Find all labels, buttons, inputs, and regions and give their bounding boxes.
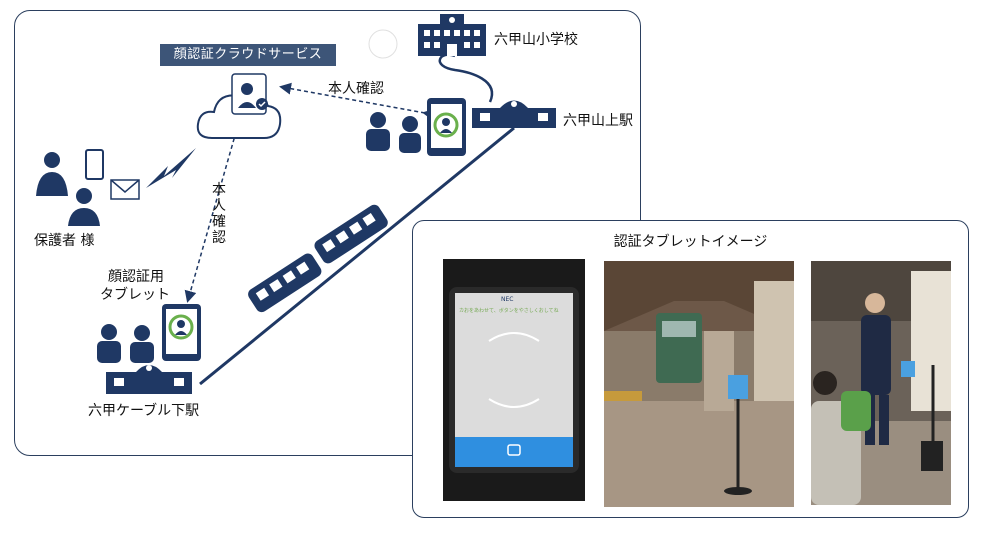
school-icon xyxy=(418,14,486,56)
vertical-char-1: 本 xyxy=(212,182,226,198)
children-upper-icon xyxy=(366,112,421,153)
cable-car-upper-icon xyxy=(314,204,388,264)
tablet-image-panel: 認証タブレットイメージ NEC カおをあわせて、ボタンをやさしくおしてね xyxy=(412,220,969,518)
tablet-prompt-text: カおをあわせて、ボタンをやさしくおしてね xyxy=(459,308,559,314)
vertical-char-3: 確 xyxy=(212,214,226,230)
station-staff-graphic xyxy=(811,261,951,505)
lower-station-icon xyxy=(106,365,192,394)
tablet-lower-icon xyxy=(162,304,201,361)
inset-title: 認証タブレットイメージ xyxy=(613,234,768,250)
school-label: 六甲山小学校 xyxy=(494,32,578,48)
route-line xyxy=(438,53,494,103)
identity-check-arrow-upper xyxy=(279,82,435,121)
station-interior-graphic xyxy=(604,261,794,507)
station-interior-photo xyxy=(604,261,794,507)
guardians-icon xyxy=(36,152,100,226)
vertical-char-2: 人 xyxy=(212,198,226,214)
vertical-char-4: 認 xyxy=(212,230,226,246)
upper-station-icon xyxy=(472,100,556,128)
envelope-icon xyxy=(110,179,140,200)
tablet-label-line2: タブレット xyxy=(100,287,170,303)
guardian-label: 保護者 様 xyxy=(34,233,95,249)
tablet-label-line1: 顔認証用 xyxy=(108,269,164,285)
identity-check-label-vertical: 本 人 確 認 xyxy=(210,182,228,246)
lower-station-label: 六甲ケーブル下駅 xyxy=(88,403,200,419)
cable-track-line xyxy=(199,126,515,386)
children-lower-icon xyxy=(97,324,154,363)
cable-car-lower-icon xyxy=(248,253,322,313)
tablet-screen-graphic xyxy=(449,287,579,473)
cloud-service-title: 顔認証クラウドサービス xyxy=(160,44,336,66)
tablet-upper-icon xyxy=(427,98,466,156)
smartphone-icon xyxy=(85,149,104,180)
identity-check-arrow-lower xyxy=(184,107,249,303)
station-staff-photo xyxy=(811,261,951,505)
upper-station-label: 六甲山上駅 xyxy=(563,113,633,129)
tablet-brand-label: NEC xyxy=(501,296,514,303)
lightning-icon xyxy=(146,148,196,188)
tablet-screen-photo: NEC カおをあわせて、ボタンをやさしくおしてね xyxy=(443,259,585,501)
faint-circle xyxy=(368,29,398,59)
cloud-icon xyxy=(196,73,282,139)
identity-check-label-upper: 本人確認 xyxy=(328,81,384,97)
